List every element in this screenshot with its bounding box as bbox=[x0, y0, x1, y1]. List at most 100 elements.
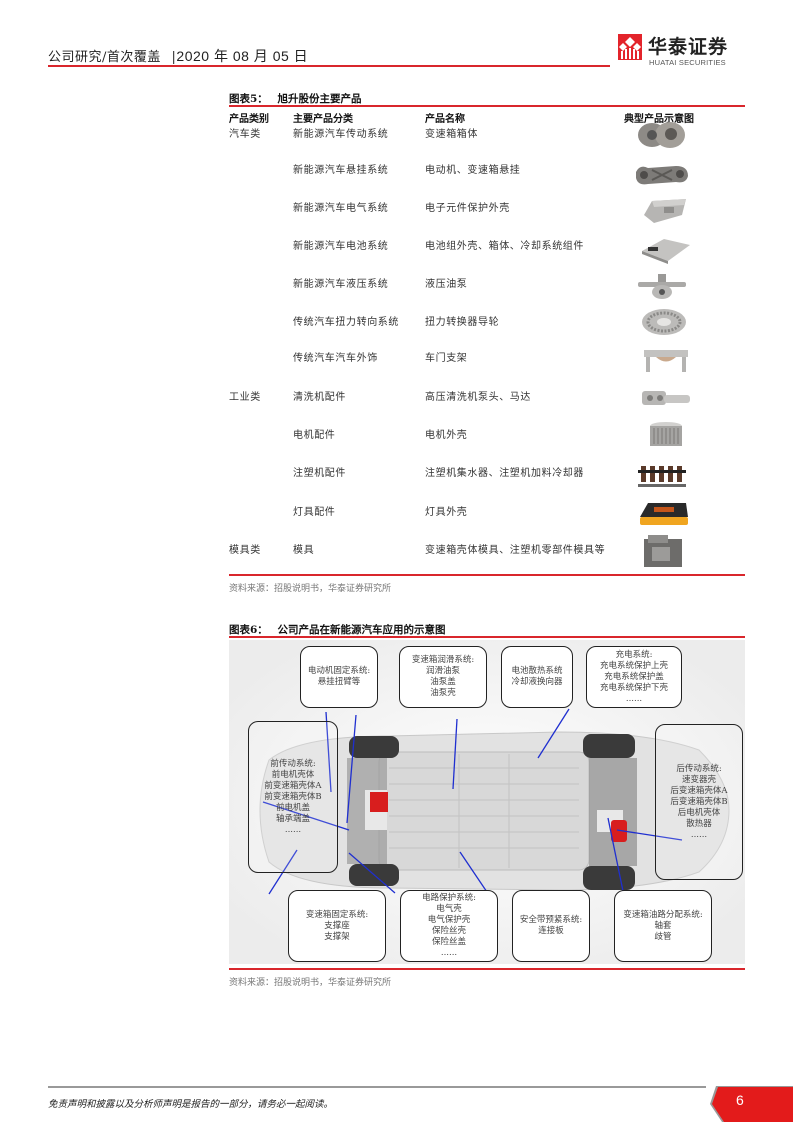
figure5-label: 图表5： bbox=[229, 93, 268, 105]
row-classification: 新能源汽车传动系统 bbox=[293, 129, 389, 140]
callout-item: 前变速箱壳体B bbox=[264, 791, 322, 802]
header-rule bbox=[48, 65, 610, 67]
row-product: 变速箱箱体 bbox=[425, 129, 478, 140]
row-classification: 模具 bbox=[293, 545, 315, 556]
callout-item: 悬挂扭臂等 bbox=[317, 677, 361, 687]
row-classification: 传统汽车汽车外饰 bbox=[293, 353, 378, 364]
figure6-source: 资料来源：招股说明书，华泰证券研究所 bbox=[229, 978, 392, 988]
figure6-bottom-rule bbox=[229, 968, 745, 970]
callout-gearbox-lubrication-system: 变速箱润滑系统: 润滑油泵 油泵盖 油泵壳 bbox=[399, 646, 487, 708]
row-product: 注塑机集水器、注塑机加料冷却器 bbox=[425, 468, 584, 479]
row-classification: 传统汽车扭力转向系统 bbox=[293, 317, 399, 328]
figure6-title: 图表6： 公司产品在新能源汽车应用的示意图 bbox=[229, 622, 445, 637]
suspension-bracket-image bbox=[636, 166, 688, 185]
callout-circuit-protection-system: 电路保护系统: 电气壳 电气保护壳 保险丝壳 保险丝盖 ...... bbox=[400, 890, 498, 962]
row-product: 扭力转换器导轮 bbox=[425, 317, 500, 328]
row-classification: 注塑机配件 bbox=[293, 468, 346, 479]
hydraulic-pump-image bbox=[638, 274, 686, 299]
callout-item: 电气壳 bbox=[436, 904, 462, 914]
callout-item: 轴套 bbox=[654, 920, 672, 931]
callout-item: 散热器 bbox=[686, 818, 712, 829]
ev-chassis-diagram: 电动机固定系统: 悬挂扭臂等 变速箱润滑系统: 润滑油泵 油泵盖 油泵壳 电池散… bbox=[229, 640, 745, 964]
row-product: 液压油泵 bbox=[425, 279, 468, 290]
row-product: 电池组外壳、箱体、冷却系统组件 bbox=[425, 241, 584, 252]
door-bracket-image bbox=[644, 350, 688, 372]
row-product: 灯具外壳 bbox=[425, 507, 468, 518]
callout-item: 润滑油泵 bbox=[425, 666, 460, 676]
row-classification: 新能源汽车液压系统 bbox=[293, 279, 389, 290]
callout-heading: 电路保护系统: bbox=[422, 893, 476, 903]
gearbox-housing-image bbox=[638, 122, 685, 148]
callout-item: 前变速箱壳体A bbox=[264, 780, 322, 791]
report-date: 2020 年 08 月 05 日 bbox=[176, 48, 309, 64]
callout-heading: 后传动系统: bbox=[676, 763, 722, 774]
callout-ellipsis: ...... bbox=[440, 948, 458, 958]
callout-item: 充电系统保护下壳 bbox=[599, 682, 668, 693]
figure6-top-rule bbox=[229, 636, 745, 638]
callout-item: 后电机壳体 bbox=[677, 807, 721, 818]
electronics-housing-image bbox=[644, 199, 686, 223]
row-product: 车门支架 bbox=[425, 353, 468, 364]
callout-item: 支撑座 bbox=[324, 920, 350, 931]
lamp-housing-image bbox=[640, 503, 688, 525]
mold-image bbox=[644, 535, 682, 567]
header-separator: | bbox=[171, 50, 177, 65]
row-classification: 新能源汽车悬挂系统 bbox=[293, 165, 389, 176]
callout-item: 前电机盖 bbox=[275, 802, 310, 813]
row-classification: 灯具配件 bbox=[293, 507, 336, 518]
callout-item: 前电机壳体 bbox=[271, 769, 315, 780]
callout-item: 油泵壳 bbox=[430, 688, 456, 698]
row-classification: 新能源汽车电池系统 bbox=[293, 241, 389, 252]
callout-item: 充电系统保护上壳 bbox=[599, 660, 668, 671]
callout-ellipsis: ...... bbox=[690, 829, 708, 840]
callout-heading: 安全带预紧系统: bbox=[519, 915, 583, 925]
callout-item: 油泵盖 bbox=[430, 677, 456, 687]
callout-heading: 电动机固定系统: bbox=[307, 666, 371, 676]
col-header-product: 产品名称 bbox=[425, 114, 465, 125]
figure5-top-rule bbox=[229, 105, 745, 107]
figure5-caption: 旭升股份主要产品 bbox=[277, 93, 362, 105]
callout-ellipsis: ...... bbox=[284, 824, 302, 835]
callout-heading: 变速箱油路分配系统: bbox=[623, 909, 703, 920]
callout-oil-distribution-system: 变速箱油路分配系统: 轴套 歧管 bbox=[614, 890, 712, 962]
callout-item: 支撑架 bbox=[324, 931, 350, 942]
row-category: 工业类 bbox=[229, 392, 261, 403]
row-classification: 电机配件 bbox=[293, 430, 336, 441]
row-category: 模具类 bbox=[229, 545, 261, 556]
figure6-label: 图表6： bbox=[229, 624, 268, 636]
row-product: 变速箱壳体模具、注塑机零部件模具等 bbox=[425, 545, 606, 556]
figure5-bottom-rule bbox=[229, 574, 745, 576]
torque-converter-stator-image bbox=[642, 309, 686, 335]
callout-item: 速变器壳 bbox=[681, 774, 716, 785]
callout-item: 轴承端盖 bbox=[275, 813, 310, 824]
callout-item: 后变速箱壳体A bbox=[670, 785, 728, 796]
callout-heading: 前传动系统: bbox=[270, 758, 316, 769]
huatai-logo-icon bbox=[618, 34, 642, 60]
page-number-tab bbox=[710, 1086, 793, 1122]
row-classification: 清洗机配件 bbox=[293, 392, 346, 403]
huatai-logo: 华泰证券 HUATAI SECURITIES bbox=[618, 32, 758, 72]
battery-housing-image bbox=[642, 239, 690, 264]
report-header: 公司研究/首次覆盖 |2020 年 08 月 05 日 bbox=[48, 46, 308, 66]
callout-ellipsis: ...... bbox=[625, 693, 643, 704]
figure5-title: 图表5： 旭升股份主要产品 bbox=[229, 91, 361, 106]
callout-heading: 充电系统: bbox=[615, 649, 653, 660]
callout-motor-mount-system: 电动机固定系统: 悬挂扭臂等 bbox=[300, 646, 378, 708]
callout-item: 保险丝壳 bbox=[431, 926, 466, 936]
callout-battery-cooling-system: 电池散热系统 冷却液换向器 bbox=[501, 646, 573, 708]
callout-gearbox-mount-system: 变速箱固定系统: 支撑座 支撑架 bbox=[288, 890, 386, 962]
callout-front-drive-system: 前传动系统: 前电机壳体 前变速箱壳体A 前变速箱壳体B 前电机盖 轴承端盖 .… bbox=[248, 721, 338, 873]
figure6-caption: 公司产品在新能源汽车应用的示意图 bbox=[277, 624, 446, 636]
row-category: 汽车类 bbox=[229, 129, 261, 140]
footer-rule bbox=[48, 1086, 706, 1088]
logo-english-name: HUATAI SECURITIES bbox=[649, 58, 726, 67]
col-header-classification: 主要产品分类 bbox=[293, 114, 353, 125]
row-product: 高压清洗机泵头、马达 bbox=[425, 392, 531, 403]
footer-disclaimer: 免责声明和披露以及分析师声明是报告的一部分，请务必一起阅读。 bbox=[48, 1099, 334, 1110]
report-type: 公司研究/首次覆盖 bbox=[48, 50, 161, 65]
callout-heading: 变速箱固定系统: bbox=[305, 909, 369, 920]
row-product: 电动机、变速箱悬挂 bbox=[425, 165, 521, 176]
row-classification: 新能源汽车电气系统 bbox=[293, 203, 389, 214]
callout-item: 后变速箱壳体B bbox=[670, 796, 728, 807]
callout-item: 歧管 bbox=[654, 931, 672, 942]
